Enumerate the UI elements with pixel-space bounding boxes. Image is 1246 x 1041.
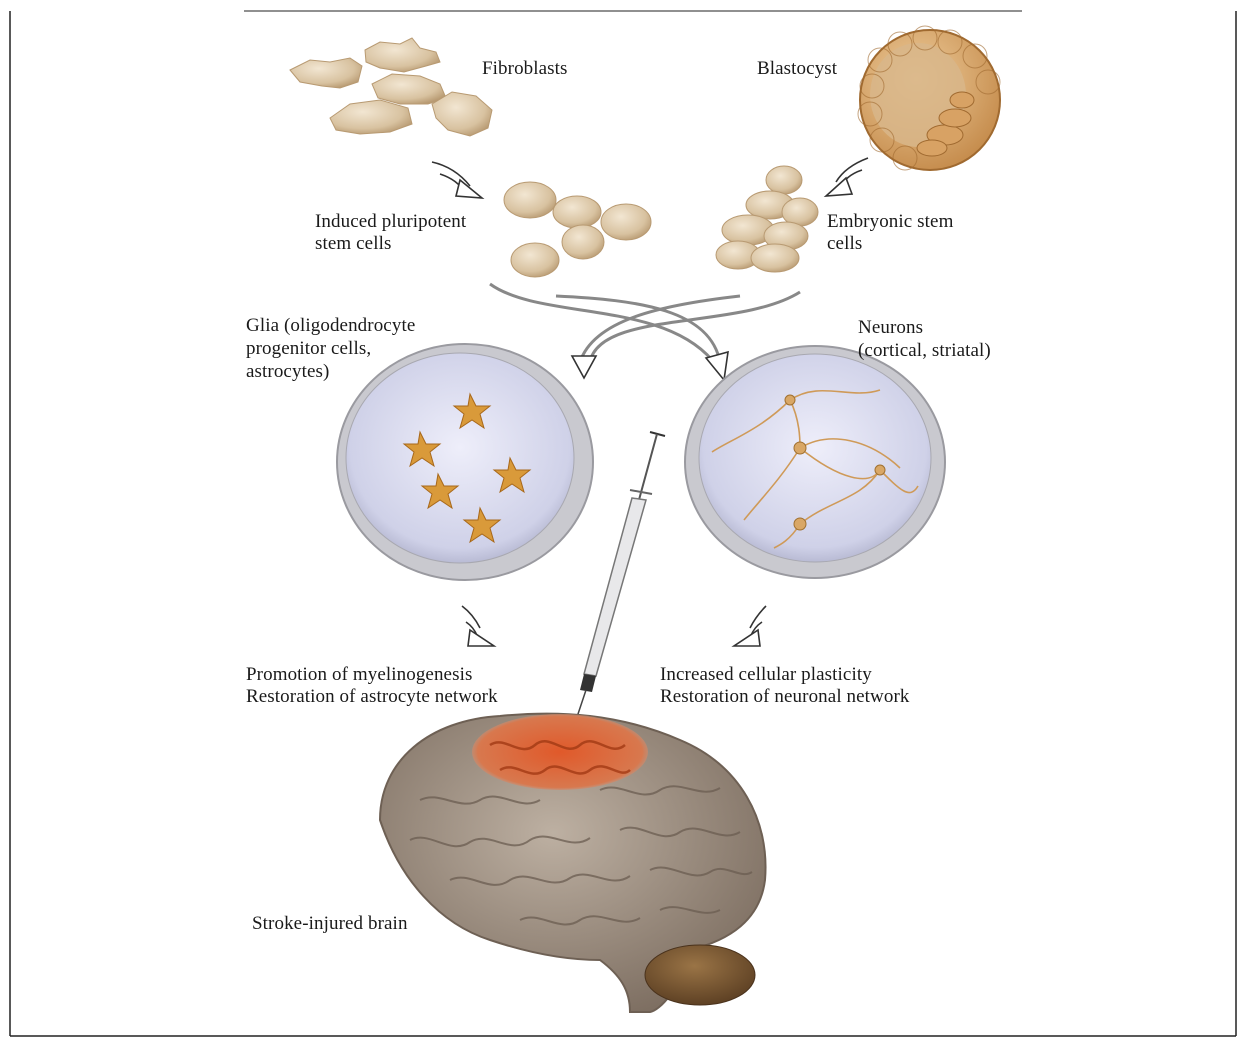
label-ipsc-line1: Induced pluripotent (315, 211, 466, 233)
blastocyst (858, 26, 1000, 170)
label-esc-line1: Embryonic stem (827, 211, 953, 233)
arrow-neurons-to-outcome (734, 606, 766, 646)
arrow-glia-to-outcome (462, 606, 494, 646)
label-fibroblasts: Fibroblasts (482, 58, 568, 80)
label-right-outcome-line2: Restoration of neuronal network (660, 686, 910, 708)
label-right-outcome-line1: Increased cellular plasticity (660, 664, 872, 686)
crossing-arrows (490, 284, 800, 362)
neuron-dish (685, 346, 945, 578)
label-neurons-line1: Neurons (858, 317, 923, 339)
label-neurons-line2: (cortical, striatal) (858, 340, 991, 362)
esc-cells (716, 166, 818, 272)
label-glia-line2: progenitor cells, (246, 338, 371, 360)
label-glia-line3: astrocytes) (246, 361, 329, 383)
glia-dish (337, 344, 593, 580)
label-ipsc-line2: stem cells (315, 233, 391, 255)
label-esc-line2: cells (827, 233, 862, 255)
ipsc-cells (504, 182, 651, 277)
cerebellum (645, 945, 755, 1005)
arrow-blastocyst-to-esc (826, 158, 868, 196)
arrow-fibroblast-to-ipsc (432, 162, 482, 198)
label-left-outcome-line1: Promotion of myelinogenesis (246, 664, 472, 686)
label-glia-line1: Glia (oligodendrocyte (246, 315, 415, 337)
brain (380, 714, 766, 1012)
label-blastocyst: Blastocyst (757, 58, 837, 80)
fibroblast-cells (290, 38, 492, 136)
label-stroke-injured-brain: Stroke-injured brain (252, 913, 408, 935)
label-left-outcome-line2: Restoration of astrocyte network (246, 686, 498, 708)
arrowhead-to-glia-dish (572, 356, 596, 378)
